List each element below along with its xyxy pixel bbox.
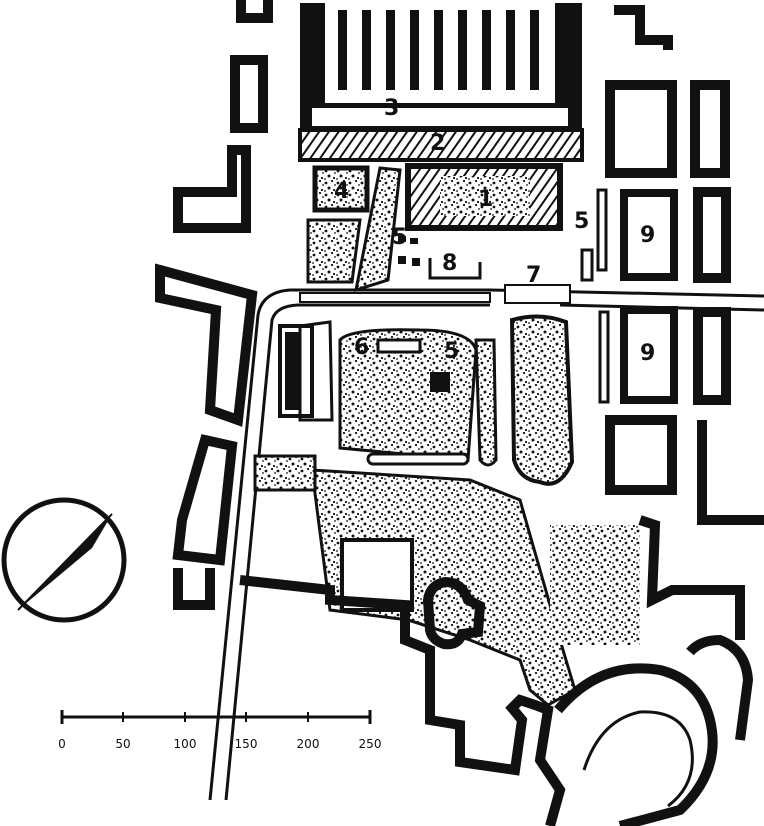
scale-tick-label: 250 bbox=[359, 737, 382, 751]
post bbox=[598, 310, 610, 404]
narrow-island bbox=[474, 338, 498, 467]
label-5: 5 bbox=[444, 339, 459, 364]
block-9-upper bbox=[620, 189, 678, 281]
monument-detail bbox=[430, 372, 450, 392]
building-outline bbox=[690, 80, 730, 178]
building-outline bbox=[173, 145, 251, 233]
scale-tick-label: 0 bbox=[58, 737, 66, 751]
building-outline bbox=[697, 420, 764, 525]
scale-tick-label: 200 bbox=[297, 737, 320, 751]
small-structures bbox=[398, 236, 482, 280]
hall-columns bbox=[338, 10, 539, 90]
building-outline bbox=[173, 568, 215, 610]
building-outline bbox=[230, 55, 268, 133]
map-labels: 1 2 3 4 5 5 5 6 7 8 9 9 bbox=[334, 96, 655, 366]
garden-block bbox=[306, 218, 362, 284]
post bbox=[580, 248, 594, 282]
roadway-island bbox=[298, 320, 334, 422]
stipple-patch bbox=[253, 454, 317, 492]
scale-tick-label: 50 bbox=[115, 737, 130, 751]
front-building bbox=[405, 163, 563, 231]
label-9: 9 bbox=[640, 223, 655, 248]
small-building-4 bbox=[312, 165, 370, 213]
main-hall bbox=[300, 3, 582, 131]
building-outline bbox=[614, 5, 673, 50]
scale-bar: 0 50 100 150 200 250 bbox=[58, 710, 381, 751]
label-6: 6 bbox=[354, 335, 369, 360]
building-outline bbox=[236, 0, 273, 23]
building-outline bbox=[605, 415, 677, 495]
building-outline bbox=[605, 80, 677, 178]
compass-icon bbox=[1, 497, 127, 623]
scale-tick-label: 150 bbox=[235, 737, 258, 751]
hatched-band bbox=[298, 128, 584, 162]
round-plaza bbox=[554, 515, 754, 826]
label-7: 7 bbox=[526, 263, 541, 288]
label-2: 2 bbox=[430, 131, 445, 156]
label-3: 3 bbox=[384, 96, 399, 121]
label-5: 5 bbox=[392, 225, 407, 250]
ramp bbox=[354, 166, 402, 293]
scale-tick-label: 100 bbox=[174, 737, 197, 751]
building-outline bbox=[693, 187, 731, 283]
block-9-lower bbox=[620, 306, 678, 404]
label-1: 1 bbox=[478, 187, 493, 212]
bench-bar bbox=[366, 452, 470, 466]
building-outline bbox=[172, 434, 238, 566]
label-9: 9 bbox=[640, 341, 655, 366]
main-road bbox=[208, 284, 764, 801]
building-outline bbox=[693, 307, 731, 405]
dark-block bbox=[278, 324, 314, 418]
monument bbox=[376, 338, 422, 354]
label-8: 8 bbox=[442, 251, 457, 276]
castle-bastion bbox=[422, 576, 486, 650]
label-4: 4 bbox=[334, 179, 349, 204]
stipple-patch bbox=[550, 525, 640, 645]
post bbox=[596, 188, 608, 272]
label-5: 5 bbox=[574, 209, 589, 234]
central-island bbox=[509, 314, 575, 486]
castle-outline bbox=[239, 575, 566, 826]
building-outline bbox=[155, 263, 258, 427]
